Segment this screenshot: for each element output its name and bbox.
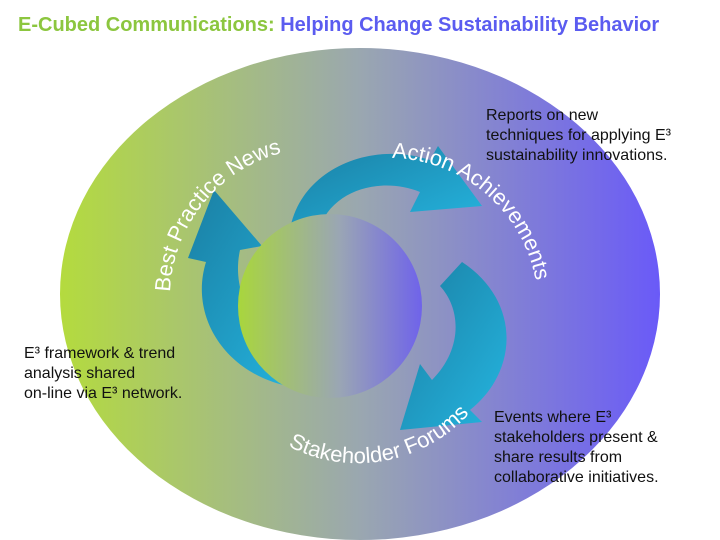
note-best-practice-reports: Reports on new techniques for applying E…	[486, 107, 671, 164]
title-tagline: Helping Change Sustainability Behavior	[274, 14, 660, 36]
note-stakeholder-events: Events where E³ stakeholders present & s…	[494, 409, 659, 486]
core-circle	[238, 214, 422, 398]
title-company: E-Cubed Communications:	[18, 14, 275, 36]
slide-title: E-Cubed Communications: Helping Change S…	[18, 14, 659, 37]
cycle-arrow-bottom-right	[400, 262, 507, 430]
cycle-arrow-left	[188, 190, 306, 388]
cycle-arrows	[188, 146, 507, 430]
note-framework-analysis: E³ framework & trend analysis shared on-…	[24, 345, 183, 402]
cycle-arrow-top	[290, 146, 482, 232]
